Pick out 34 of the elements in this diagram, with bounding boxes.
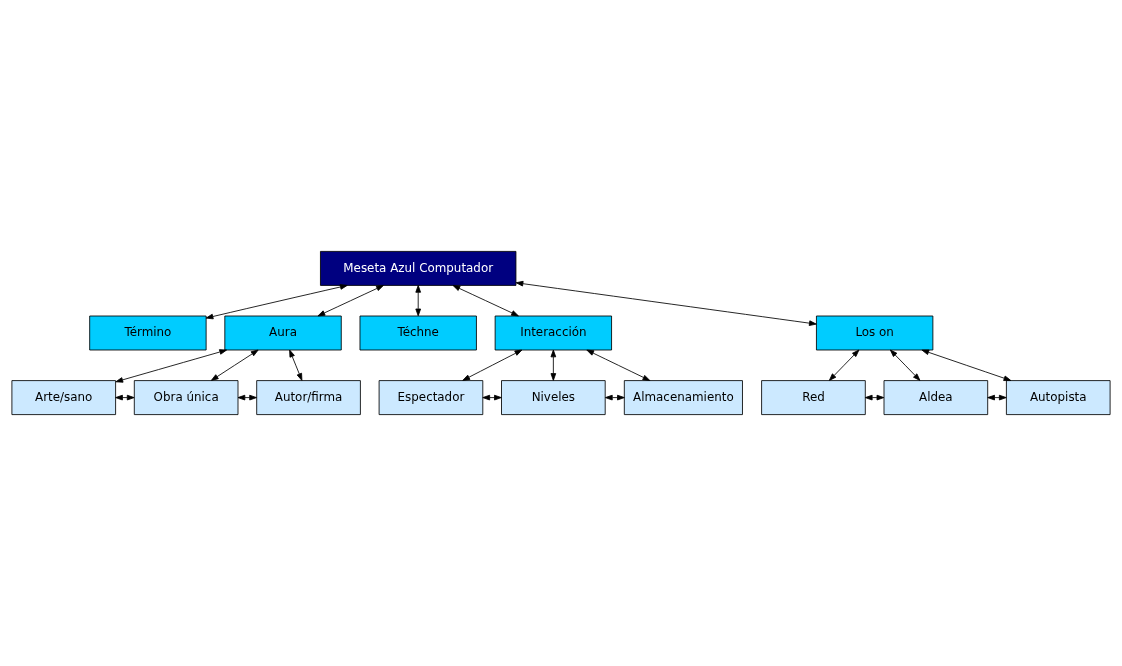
arrow [210, 349, 259, 381]
arrow [890, 349, 921, 381]
node-box: Red [761, 380, 866, 416]
node-box: Los on [816, 315, 934, 351]
node-box: Término [89, 315, 207, 351]
arrow [482, 394, 502, 401]
arrow [317, 285, 384, 317]
node-box: Obra única [133, 380, 239, 416]
arrow [237, 394, 257, 401]
arrow [987, 394, 1007, 401]
arrow [828, 349, 860, 381]
node-box: Téchne [359, 315, 477, 351]
arrow [515, 280, 817, 326]
arrow [605, 394, 625, 401]
arrow [550, 349, 557, 381]
node-box: Aura [224, 315, 342, 351]
arrow [115, 394, 135, 401]
node-box: Autor/firma [256, 380, 361, 416]
node-box: Autopista [1005, 380, 1111, 416]
arrow [415, 285, 421, 317]
arrow [289, 349, 303, 381]
arrow [586, 349, 651, 381]
node-box: Espectador [378, 380, 484, 416]
arrow [452, 285, 519, 317]
node-box: Interacción [494, 315, 612, 351]
node-box: Aldea [883, 380, 989, 416]
arrow [921, 349, 1012, 381]
arrow [115, 349, 227, 383]
node-box: Meseta Azul Computador [320, 250, 517, 286]
node-box: Arte/sano [11, 380, 117, 416]
arrow [205, 284, 348, 320]
node-box: Almacenamiento [623, 380, 743, 416]
node-box: Niveles [501, 380, 606, 416]
arrow [462, 349, 523, 381]
